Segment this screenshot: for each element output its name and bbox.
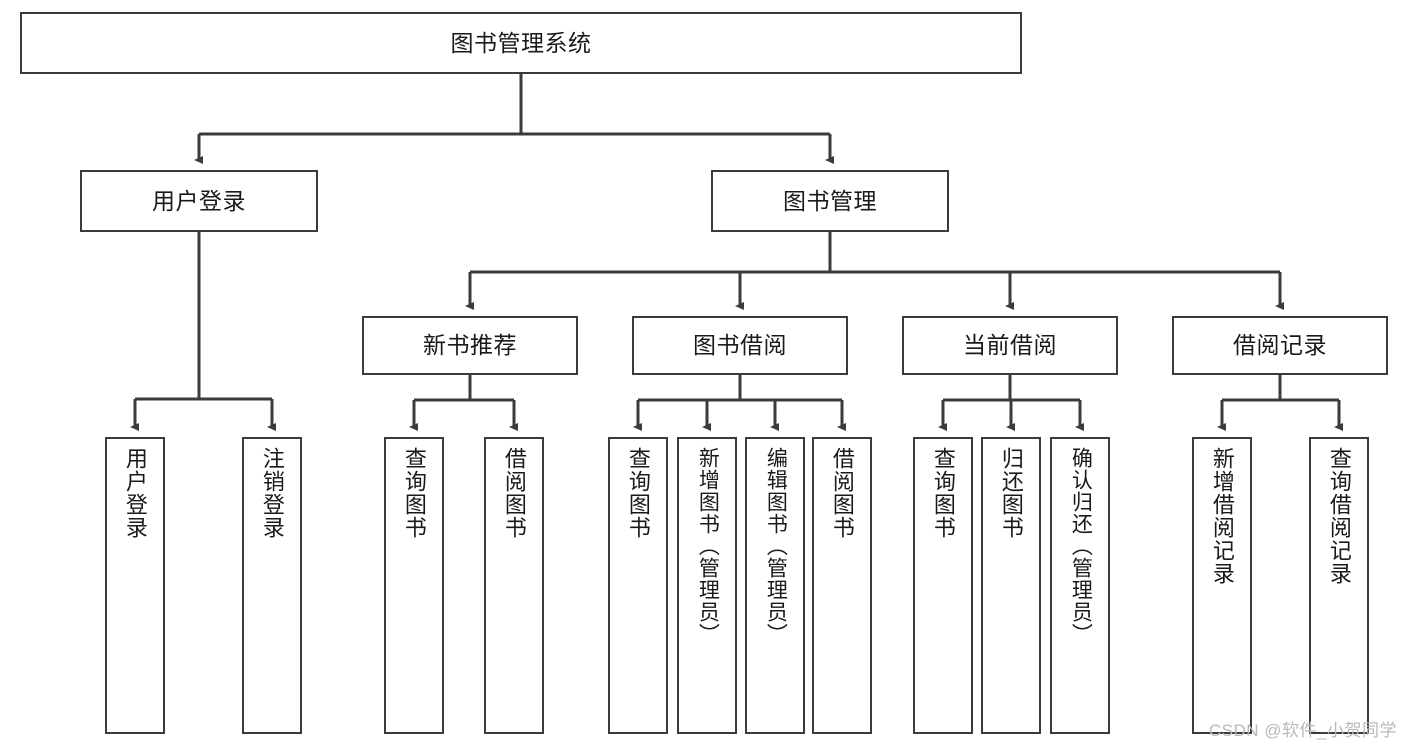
node-label: 新书推荐 (423, 332, 517, 358)
node-label: 确认归还（管理员） (1069, 447, 1093, 645)
watermark: CSDN @软件_小贺同学 (1208, 721, 1397, 740)
node-label: 图书管理系统 (450, 29, 592, 56)
leaf-user-login-signin[interactable]: 用户登录 (105, 437, 165, 734)
leaf-borrow-query-book[interactable]: 查询图书 (608, 437, 668, 734)
node-label: 新增借阅记录 (1209, 447, 1235, 585)
node-user-login[interactable]: 用户登录 (80, 170, 318, 232)
node-label: 用户登录 (122, 447, 148, 539)
node-label: 图书借阅 (693, 332, 787, 358)
leaf-current-query-book[interactable]: 查询图书 (913, 437, 973, 734)
node-label: 借阅图书 (501, 447, 527, 539)
node-label: 查询图书 (930, 447, 956, 539)
node-root-system[interactable]: 图书管理系统 (20, 12, 1022, 74)
leaf-recommend-borrow-book[interactable]: 借阅图书 (484, 437, 544, 734)
node-label: 图书管理 (783, 187, 877, 214)
node-label: 归还图书 (998, 447, 1024, 539)
node-label: 注销登录 (259, 447, 285, 539)
node-book-borrow[interactable]: 图书借阅 (632, 316, 848, 375)
leaf-record-add-borrow-record[interactable]: 新增借阅记录 (1192, 437, 1252, 734)
leaf-borrow-borrow-book[interactable]: 借阅图书 (812, 437, 872, 734)
leaf-current-confirm-return-admin[interactable]: 确认归还（管理员） (1050, 437, 1110, 734)
node-label: 用户登录 (152, 187, 246, 214)
node-new-book-recommend[interactable]: 新书推荐 (362, 316, 578, 375)
leaf-record-query-borrow-record[interactable]: 查询借阅记录 (1309, 437, 1369, 734)
node-label: 借阅图书 (829, 447, 855, 539)
node-current-borrow[interactable]: 当前借阅 (902, 316, 1118, 375)
node-label: 查询图书 (625, 447, 651, 539)
node-label: 编辑图书（管理员） (764, 447, 788, 645)
node-borrow-record[interactable]: 借阅记录 (1172, 316, 1388, 375)
node-label: 新增图书（管理员） (696, 447, 720, 645)
node-label: 查询借阅记录 (1326, 447, 1352, 585)
node-book-management[interactable]: 图书管理 (711, 170, 949, 232)
node-label: 借阅记录 (1233, 332, 1327, 358)
node-label: 当前借阅 (963, 332, 1057, 358)
leaf-borrow-add-book-admin[interactable]: 新增图书（管理员） (677, 437, 737, 734)
leaf-current-return-book[interactable]: 归还图书 (981, 437, 1041, 734)
leaf-borrow-edit-book-admin[interactable]: 编辑图书（管理员） (745, 437, 805, 734)
node-label: 查询图书 (401, 447, 427, 539)
leaf-recommend-query-book[interactable]: 查询图书 (384, 437, 444, 734)
leaf-user-login-signout[interactable]: 注销登录 (242, 437, 302, 734)
